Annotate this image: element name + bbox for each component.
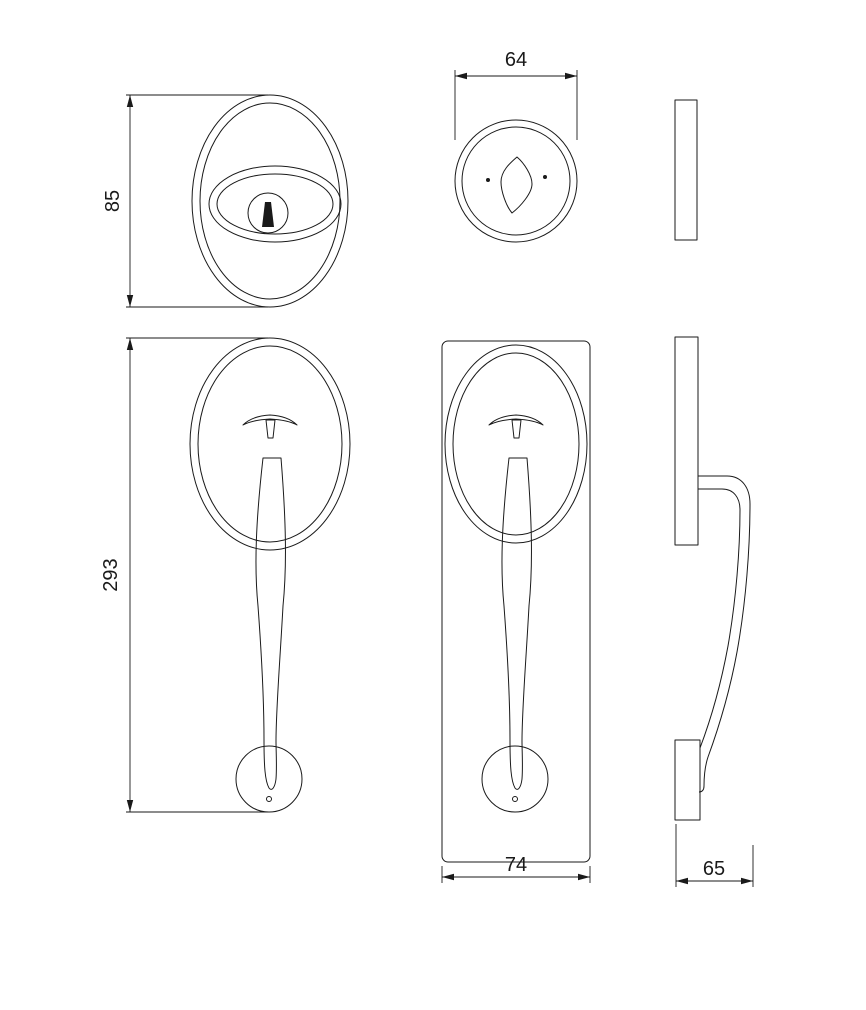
dimension-293: 293 [100, 337, 268, 813]
backplate [441, 340, 591, 863]
escutcheon-outer-oval [191, 94, 349, 308]
base-screw-dot [266, 796, 272, 802]
handle-profile-outer [698, 475, 751, 793]
handle-profile-inner [698, 488, 741, 749]
keyway-slot [262, 202, 274, 227]
dim-label-65: 65 [703, 858, 725, 880]
screw-dot-right [543, 175, 547, 179]
view-handleset-front [189, 337, 351, 813]
deadbolt-outer-circle [454, 119, 578, 243]
view-handleset-plate-front [441, 340, 591, 863]
escutcheon-inner-oval [199, 102, 341, 300]
side-plate-lower [674, 739, 701, 821]
thumb-lever [488, 414, 544, 426]
dimension-85: 85 [102, 94, 268, 308]
handle-base-ball [481, 745, 549, 813]
view-deadbolt-interior [454, 119, 578, 243]
view-handleset-side [674, 336, 751, 821]
dim-label-64: 64 [505, 49, 527, 71]
rose-outer-oval [444, 344, 588, 544]
escutcheon-side-plate [674, 99, 698, 241]
thumb-lever-stem [511, 419, 522, 439]
thumb-lever [242, 414, 298, 426]
dimension-74: 74 [441, 854, 591, 883]
rose-inner-oval [452, 352, 580, 536]
screw-dot-left [486, 178, 490, 182]
pull-handle-grip [501, 457, 532, 790]
pull-handle-grip [255, 457, 286, 790]
cylinder-face-circle [247, 192, 289, 234]
dim-label-74: 74 [505, 854, 527, 876]
view-escutcheon-front [191, 94, 349, 308]
dim-label-293: 293 [100, 558, 122, 591]
dimension-64: 64 [454, 49, 578, 140]
deadbolt-inner-circle [461, 126, 571, 236]
dimension-65: 65 [675, 824, 754, 887]
dim-label-85: 85 [102, 190, 124, 212]
view-escutcheon-side [674, 99, 698, 241]
thumbturn-knob [500, 156, 533, 214]
thumb-lever-stem [265, 419, 276, 439]
cylinder-collar-inner [216, 173, 334, 235]
base-screw-dot [512, 796, 518, 802]
handle-base-ball [235, 745, 303, 813]
rose-inner-oval [197, 345, 343, 543]
cylinder-collar-outer [208, 165, 342, 243]
rose-outer-oval [189, 337, 351, 551]
side-plate-upper [674, 336, 699, 546]
